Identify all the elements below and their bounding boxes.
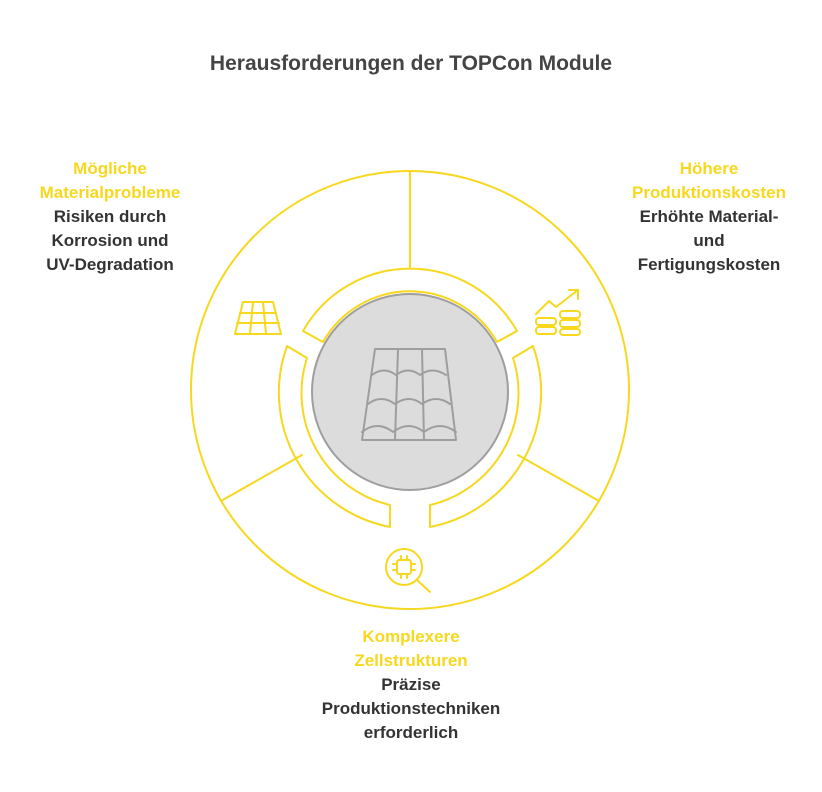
segment-description-line: Präzise	[381, 675, 441, 694]
inner-segment-top	[302, 267, 518, 343]
segment-heading-line: Komplexere	[362, 627, 460, 646]
segment-heading-line: Produktionskosten	[632, 183, 786, 202]
segment-description-line: Korrosion und	[51, 231, 169, 250]
segment-heading-line: Zellstrukturen	[354, 651, 468, 670]
segment-heading-line: Mögliche	[73, 159, 147, 178]
segment-description-line: Produktionstechniken	[321, 699, 501, 718]
chip-magnifier-icon	[385, 548, 431, 593]
segment-description-line: Risiken durch	[53, 207, 167, 226]
segment-description-line: Fertigungskosten	[637, 255, 781, 274]
inner-segment-right	[429, 345, 543, 528]
solar-panel-icon	[234, 301, 282, 335]
page-title: Herausforderungen der TOPCon Module	[209, 52, 613, 75]
segment-label-material: Mögliche Materialprobleme Risiken durch …	[10, 157, 210, 277]
segment-description-line: und	[693, 231, 725, 250]
segment-divider-left	[220, 454, 303, 502]
segment-label-kosten: Höhere Produktionskosten Erhöhte Materia…	[606, 157, 812, 277]
center-circle	[311, 293, 509, 491]
segment-label-zellen: Komplexere Zellstrukturen Präzise Produk…	[281, 625, 541, 745]
rising-coins-chart-icon	[535, 289, 581, 336]
segment-description-line: Erhöhte Material-	[639, 207, 779, 226]
inner-segment-left	[277, 345, 391, 528]
segment-divider-right	[517, 454, 600, 502]
tiled-roof-icon	[361, 348, 457, 441]
segment-heading-line: Materialprobleme	[39, 183, 181, 202]
segment-description-line: UV-Degradation	[46, 255, 174, 274]
segment-heading-line: Höhere	[679, 159, 739, 178]
segment-description-line: erforderlich	[363, 723, 459, 742]
